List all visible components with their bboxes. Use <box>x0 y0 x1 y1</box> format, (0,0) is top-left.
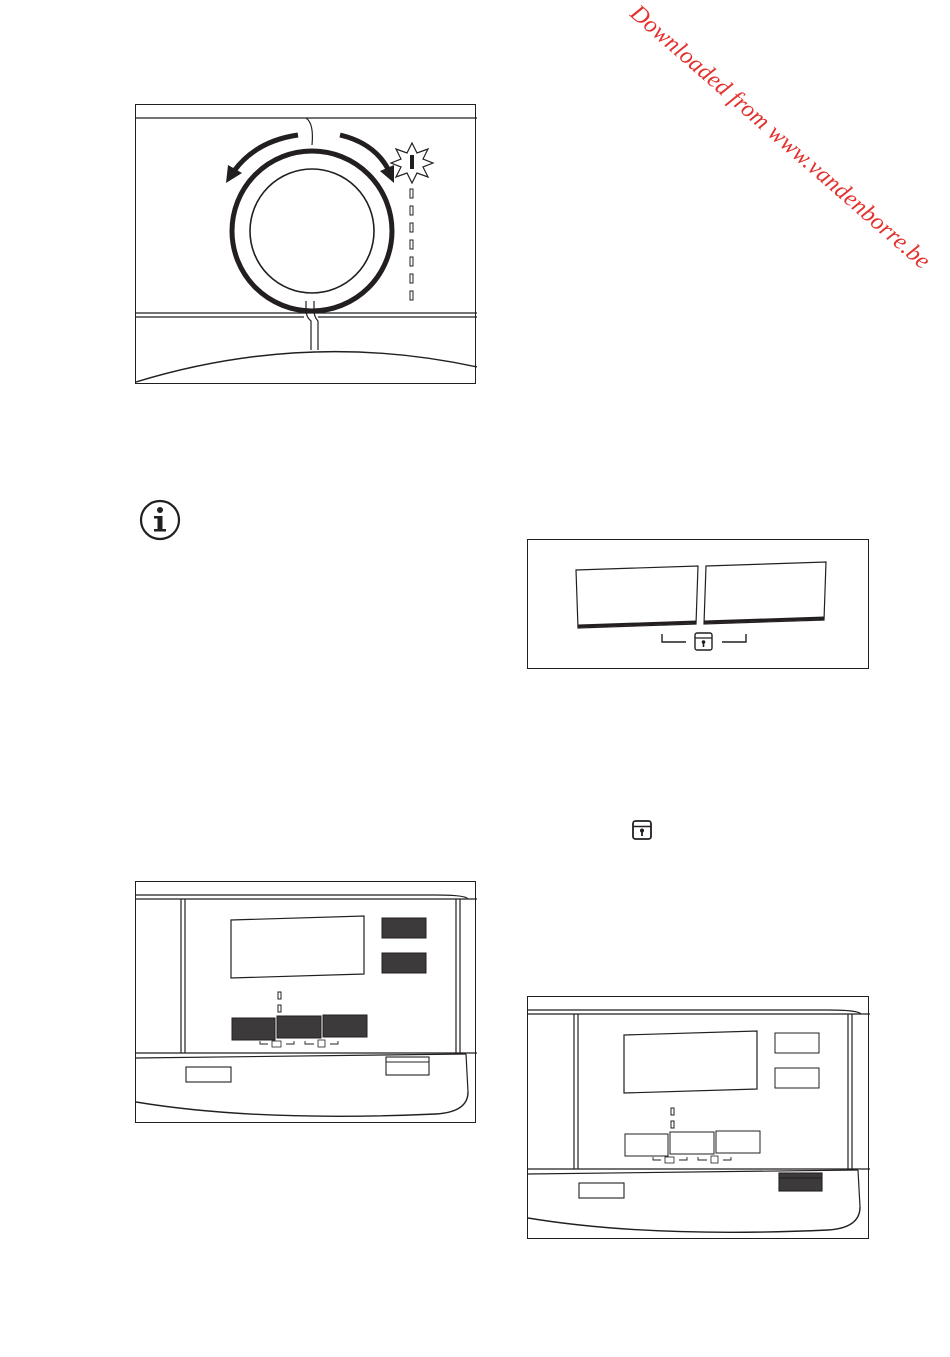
info-icon <box>138 498 182 542</box>
figure-child-lock-display <box>527 539 869 669</box>
child-lock-icon <box>711 1156 718 1163</box>
figure-control-panel-buttons <box>135 881 476 1123</box>
child-lock-icon <box>695 633 712 650</box>
option-button-left[interactable] <box>625 1134 668 1156</box>
start-pause-button[interactable] <box>779 1173 822 1191</box>
option-button-middle[interactable] <box>277 1016 321 1038</box>
option-button-right[interactable] <box>323 1015 367 1037</box>
figure-program-dial <box>135 104 476 384</box>
display-left-window <box>576 566 698 628</box>
lcd-display <box>624 1031 757 1093</box>
option-button-top-right[interactable] <box>382 918 426 938</box>
child-lock-icon <box>631 819 653 841</box>
lcd-display <box>231 916 364 978</box>
display-right-window <box>704 562 826 624</box>
sparkle-indicator-icon <box>391 143 433 183</box>
option-button-right[interactable] <box>716 1131 760 1153</box>
option-button-top-right[interactable] <box>775 1033 819 1053</box>
option-button-left[interactable] <box>232 1018 275 1040</box>
start-pause-button[interactable] <box>386 1057 429 1075</box>
option-button-middle[interactable] <box>670 1132 714 1154</box>
sound-off-icon <box>665 1157 674 1163</box>
option-button-bottom-right[interactable] <box>775 1068 819 1088</box>
program-dial-knob <box>232 151 392 311</box>
figure-control-panel-start <box>527 996 869 1239</box>
sound-off-icon <box>272 1041 281 1047</box>
program-indicator-leds <box>410 189 413 300</box>
child-lock-icon <box>318 1040 325 1047</box>
watermark-text: Downloaded from www.vandenborre.be <box>624 0 950 296</box>
option-button-bottom-right[interactable] <box>382 953 426 973</box>
